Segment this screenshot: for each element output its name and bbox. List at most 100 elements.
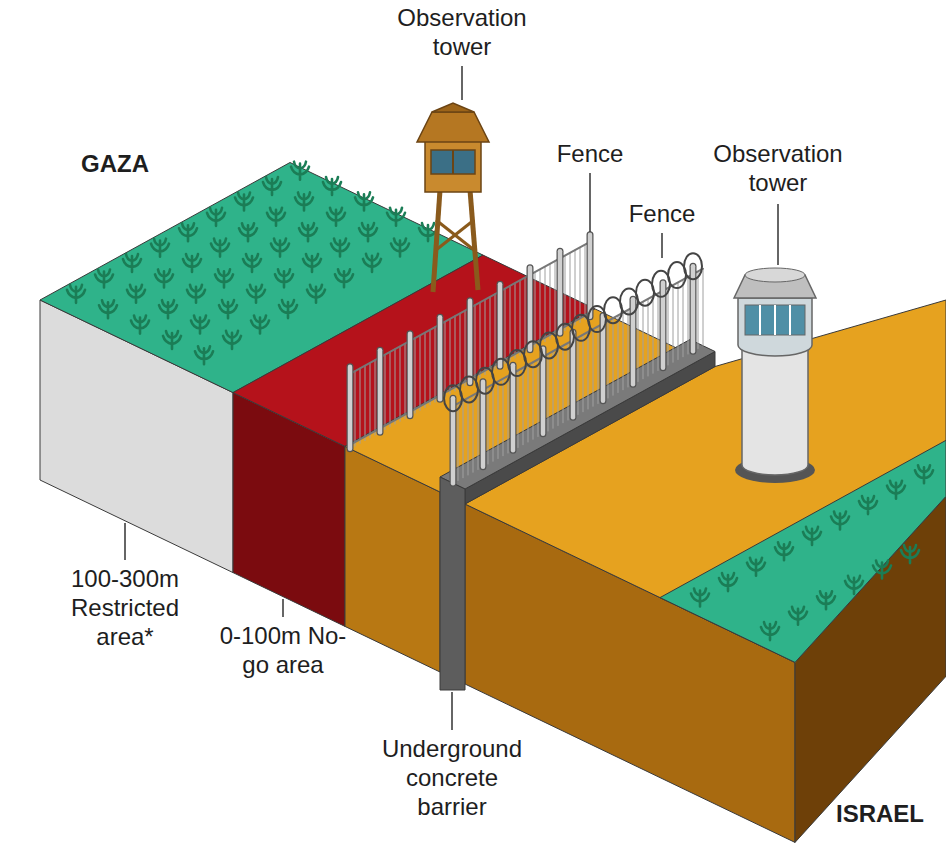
fence-mesh <box>520 280 521 355</box>
crop-plant <box>95 269 113 287</box>
fence-mesh <box>420 335 421 410</box>
fence-mesh <box>375 360 376 435</box>
crop-plant <box>719 573 737 591</box>
fence-mesh <box>490 297 491 372</box>
crop-plant <box>359 223 377 241</box>
crop-plant <box>131 316 149 334</box>
fence-mesh <box>390 352 391 427</box>
fence-mesh <box>370 363 371 438</box>
razor-wire <box>684 253 702 279</box>
fence-mesh <box>415 338 416 413</box>
fence-mesh <box>553 351 554 428</box>
crop-plant <box>99 300 117 318</box>
fence-mesh <box>703 269 704 346</box>
crop-plant <box>195 346 213 364</box>
fence-mesh <box>365 366 366 441</box>
fence-mesh <box>628 310 629 387</box>
fence-post <box>347 367 354 449</box>
fence-mesh <box>510 286 511 361</box>
crop-plant <box>323 177 341 195</box>
fence-mesh <box>473 395 474 472</box>
crop-plant <box>179 223 197 241</box>
fence-mesh <box>495 294 496 369</box>
crop-plant <box>251 316 269 334</box>
crop-plant <box>187 285 205 303</box>
crop-plant <box>275 269 293 287</box>
crop-plant <box>243 254 261 272</box>
fence-mesh <box>565 256 566 331</box>
crop-plant <box>155 269 173 287</box>
crop-plant <box>267 208 285 226</box>
barrier-label: Underground concrete barrier <box>377 735 527 821</box>
crop-plant <box>215 269 233 287</box>
crop-plant <box>163 331 181 349</box>
crop-plant <box>355 192 373 210</box>
fence-mesh <box>435 327 436 402</box>
fence-mesh <box>658 293 659 370</box>
crop-plant <box>887 481 905 499</box>
fence-mesh <box>355 371 356 446</box>
crop-plant <box>67 285 85 303</box>
fence-rail <box>453 269 703 407</box>
crop-plant <box>211 239 229 257</box>
fence-mesh <box>688 277 689 354</box>
crop-plant <box>263 177 281 195</box>
fence-mesh <box>648 299 649 376</box>
fence-mesh <box>468 398 469 475</box>
fence-mesh <box>698 271 699 348</box>
fence-post <box>511 365 516 450</box>
fence-mesh <box>578 337 579 414</box>
fence-mesh <box>643 302 644 379</box>
fence-mesh <box>478 392 479 469</box>
fence-post <box>557 251 564 333</box>
crop-plant <box>761 622 779 640</box>
crop-plant <box>279 300 297 318</box>
fence-mesh <box>505 289 506 364</box>
fence-post <box>528 268 533 350</box>
fence-mesh <box>580 247 581 322</box>
fence-mesh <box>583 335 584 412</box>
fence-post <box>558 251 563 333</box>
underground-barrier <box>440 477 465 690</box>
fence-mesh <box>508 376 509 453</box>
barrier-side <box>465 352 715 505</box>
fence-mesh <box>463 401 464 478</box>
fence-post <box>497 284 504 366</box>
crop-plant <box>817 591 835 609</box>
fence-mesh <box>460 313 461 388</box>
fence-post <box>588 235 593 317</box>
crop-plant <box>335 269 353 287</box>
tower-label: Observation tower <box>387 4 537 62</box>
crop-plant <box>859 496 877 514</box>
fence-mesh <box>503 379 504 456</box>
fence-post <box>348 367 353 449</box>
crop-plant <box>291 162 309 180</box>
crop-plant <box>123 254 141 272</box>
region-label: ISRAEL <box>820 800 940 829</box>
fence-mesh <box>465 311 466 386</box>
crop-plant <box>803 527 821 545</box>
crop-plant <box>831 512 849 530</box>
fence-mesh <box>525 278 526 353</box>
fence-mesh <box>405 344 406 419</box>
region-label: GAZA <box>55 150 175 179</box>
crop-plant <box>239 223 257 241</box>
crop-plant <box>775 542 793 560</box>
israel-farmland-top <box>660 440 946 662</box>
fence-mesh <box>593 329 594 406</box>
fence-mesh <box>450 319 451 394</box>
fence-mesh <box>385 355 386 430</box>
crop-plant <box>845 576 863 594</box>
concrete-tower <box>734 268 816 483</box>
fence-mesh <box>455 316 456 391</box>
fence-post <box>468 301 473 383</box>
crop-plant <box>151 239 169 257</box>
fence-mesh <box>533 362 534 439</box>
fence-mesh <box>570 253 571 328</box>
fence-mesh <box>400 346 401 421</box>
fence-mesh <box>608 321 609 398</box>
fence-post <box>438 317 443 399</box>
crop-plant <box>299 223 317 241</box>
crop-plant <box>873 561 891 579</box>
